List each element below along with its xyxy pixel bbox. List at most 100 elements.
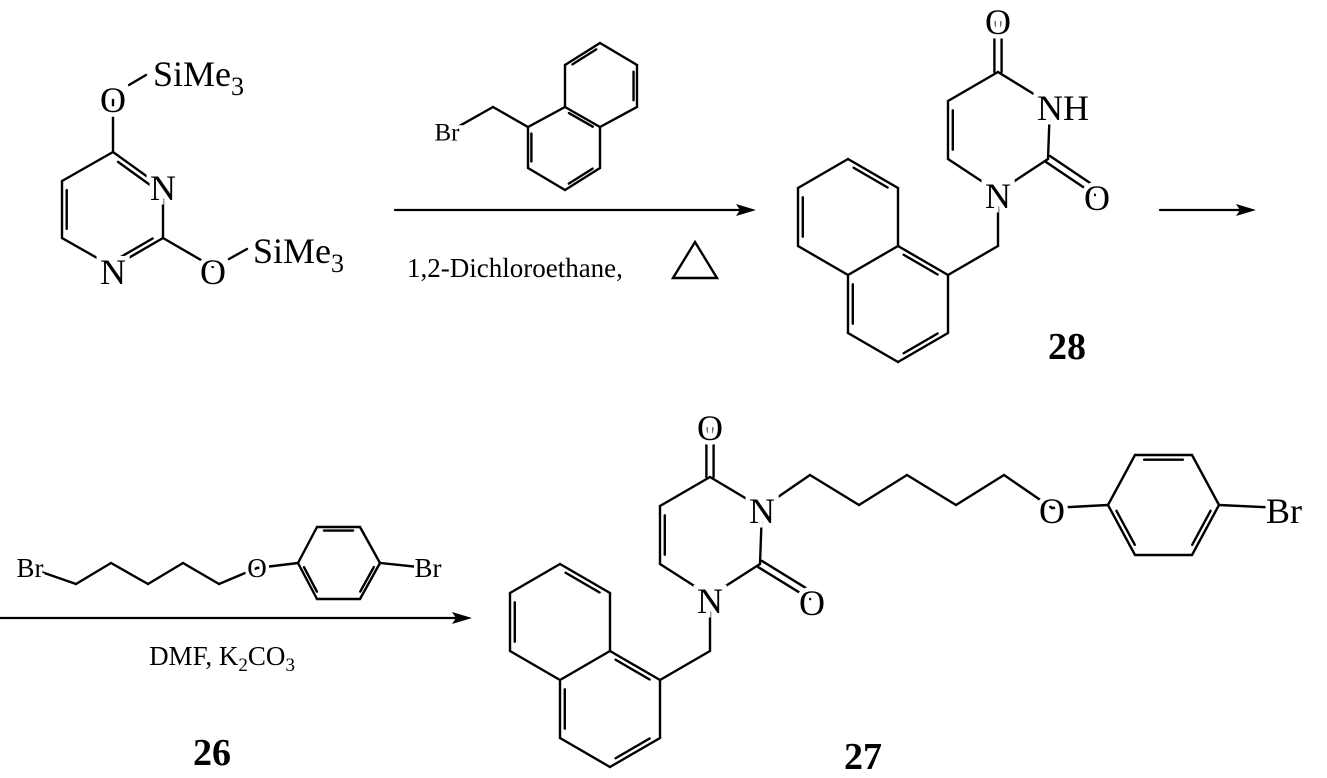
reaction-arrow-step1 [393, 204, 756, 216]
single-bond [846, 331, 900, 364]
single-bond [217, 566, 259, 586]
single-bond [598, 105, 639, 129]
single-bond [946, 157, 1000, 194]
single-bond [296, 525, 319, 565]
single-bond [378, 561, 430, 570]
single-bond [1046, 102, 1052, 161]
single-bond [60, 236, 115, 269]
compound-27-bonds [508, 426, 1286, 769]
atom-N3: N [749, 491, 775, 531]
single-bond [708, 475, 764, 510]
double-bond-inner [567, 111, 594, 128]
double-bond [1048, 154, 1101, 191]
atom-O-right: O [1084, 178, 1110, 218]
conditions-mid: CO [248, 641, 286, 671]
single-bond [996, 70, 1052, 106]
single-bond [946, 70, 1000, 103]
single-bond [74, 561, 113, 586]
single-bond [508, 649, 562, 682]
compound-28-bonds [796, 20, 1101, 364]
single-bond [445, 105, 495, 135]
atom-O-right: O [799, 583, 825, 623]
single-bond [109, 561, 150, 586]
step2-reagent-26: Br O Br DMF, K2CO3 26 [13, 550, 445, 775]
double-bond [756, 565, 812, 601]
bonds-layer [28, 20, 1286, 769]
starting-material-bonds [60, 73, 249, 269]
single-bond [146, 561, 185, 586]
single-bond [227, 247, 249, 261]
single-bond [526, 105, 567, 129]
single-bond [28, 566, 78, 586]
single-bond [491, 105, 530, 129]
single-bond [255, 561, 300, 570]
single-bond [508, 562, 562, 595]
double-bond-inner [902, 253, 939, 276]
double-bond [846, 157, 900, 190]
single-bond [181, 561, 221, 586]
double-bond-inner [571, 48, 598, 66]
double-bond [563, 105, 602, 129]
single-bond [358, 525, 382, 565]
reaction-arrow-step2 [0, 612, 472, 624]
atom-NH: NH [1037, 88, 1089, 128]
double-bond-inner [852, 166, 889, 189]
single-bond [1106, 453, 1137, 507]
step2-conditions: DMF, K2CO3 [149, 641, 295, 676]
double-bond [558, 562, 612, 595]
double-bond-inner [117, 237, 154, 260]
starting-material: O N N O SiMe3 SiMe3 [96, 54, 345, 297]
arrowhead-icon [452, 612, 472, 624]
single-bond [658, 475, 712, 508]
silyl-group-top: SiMe3 [153, 54, 244, 101]
atom-O-top: O [985, 2, 1011, 42]
double-bond-inner [902, 332, 939, 355]
single-bond [808, 473, 861, 507]
atom-N1: N [985, 176, 1011, 216]
conditions-subscript-2: 2 [238, 655, 248, 676]
silyl-top-text: SiMe [153, 54, 231, 94]
atom-Br: Br [1266, 491, 1302, 531]
atom-N-bottom: N [100, 252, 126, 292]
double-bond [296, 561, 319, 601]
atom-O: O [247, 553, 267, 583]
single-bond [127, 73, 148, 87]
single-bond [996, 157, 1050, 194]
conditions-subscript-3: 3 [285, 655, 295, 676]
silyl-top-subscript: 3 [231, 72, 244, 101]
bromomethylnaphthalene-bonds [445, 41, 639, 192]
double-bond-inner [1190, 509, 1212, 546]
reagent-26-bonds [28, 525, 430, 601]
double-bond [111, 150, 165, 190]
atom-Br-left: Br [17, 553, 44, 583]
single-bond [1050, 503, 1110, 510]
single-bond [658, 649, 712, 682]
single-bond [758, 506, 764, 566]
reaction-arrow-continuation [1158, 204, 1256, 216]
silyl-group-bottom: SiMe3 [253, 231, 344, 278]
arrowhead-icon [1236, 204, 1256, 216]
double-bond [896, 244, 950, 277]
double-bond-inner [1115, 509, 1137, 546]
atom-N1: N [697, 581, 723, 621]
compound-number-26: 26 [193, 732, 231, 774]
conditions-prefix: DMF, K [149, 641, 239, 671]
single-bond [946, 244, 1000, 277]
double-bond [563, 166, 602, 192]
double-bond-inner [564, 571, 601, 594]
single-bond [846, 244, 900, 277]
step1-conditions: 1,2-Dichloroethane, [407, 253, 623, 283]
single-bond [796, 244, 850, 277]
atom-O-top: O [697, 408, 723, 448]
double-bond-inner [614, 658, 651, 681]
single-bond [857, 473, 909, 507]
double-bond-inner [116, 160, 154, 188]
heat-triangle-icon [670, 239, 720, 280]
compound-number-27: 27 [844, 736, 882, 778]
compound-number-28: 28 [1048, 326, 1086, 368]
single-bond [708, 562, 762, 598]
compound-28: O NH N O 28 [981, 0, 1115, 368]
single-bond [558, 649, 612, 682]
double-bond [760, 559, 816, 595]
